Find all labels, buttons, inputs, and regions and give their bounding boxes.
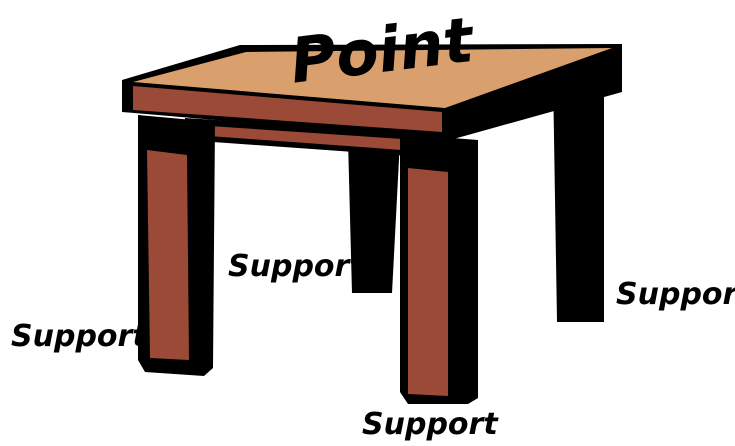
label-support-front-right: Support xyxy=(362,407,499,442)
table-leg-back-right xyxy=(553,75,604,322)
table-illustration xyxy=(122,44,622,404)
label-support-back-right: Support xyxy=(616,277,735,312)
table-leg-front-left-face xyxy=(147,150,189,360)
label-support-back-left: Support xyxy=(228,249,365,284)
label-support-front-left: Support xyxy=(11,319,148,354)
table-leg-front-right-face xyxy=(408,168,448,396)
